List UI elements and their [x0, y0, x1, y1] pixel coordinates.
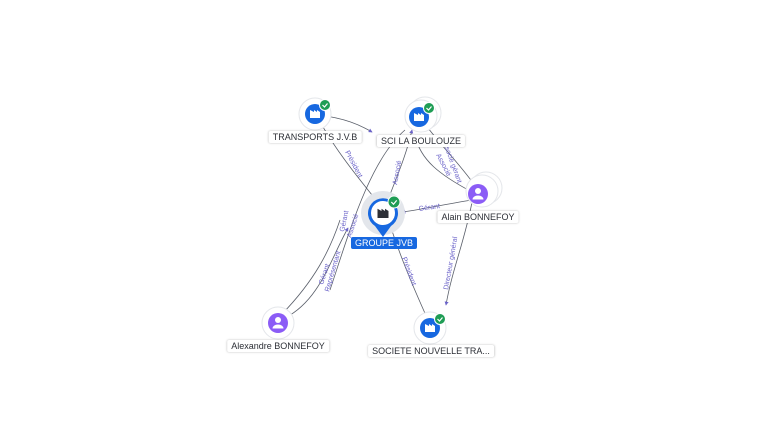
verified-icon [387, 195, 401, 209]
node-sci-la-boulouze[interactable] [404, 96, 442, 133]
edge-alexandre-to-groupe [284, 227, 349, 319]
building-icon [377, 208, 389, 218]
node-alain-bonnefoy[interactable] [465, 171, 503, 208]
node-label-alain-bonnefoy[interactable]: Alain BONNEFOY [437, 211, 519, 223]
edge-alexandre-to-groupe-2 [281, 219, 341, 315]
edge-label: Gérant [418, 203, 440, 213]
verified-icon [319, 99, 331, 111]
verified-icon [423, 102, 435, 114]
edge-label: Directeur général [443, 236, 459, 291]
node-label-societe-nouvelle[interactable]: SOCIETE NOUVELLE TRA... [368, 345, 494, 357]
node-label-sci-la-boulouze[interactable]: SCI LA BOULOUZE [376, 135, 466, 147]
edge-label: Président [400, 256, 417, 286]
node-label-alexandre-bonnefoy[interactable]: Alexandre BONNEFOY [227, 340, 329, 352]
node-groupe-jvb[interactable] [361, 191, 405, 237]
node-alexandre-bonnefoy[interactable] [261, 306, 295, 340]
edge-groupe-to-societe [389, 224, 429, 321]
verified-icon [434, 313, 446, 325]
node-label-transports-jvb[interactable]: TRANSPORTS J.V.B [268, 131, 362, 143]
node-societe-nouvelle[interactable] [413, 311, 447, 345]
edge-label: Associé [392, 160, 403, 185]
node-label-groupe-jvb[interactable]: GROUPE JVB [350, 237, 418, 249]
edge-labels: Président Associé Gérant Associé Gérant … [318, 138, 462, 292]
edge-alain-to-groupe [401, 199, 473, 214]
node-transports-jvb[interactable] [298, 97, 332, 131]
edge-label: Gérant [339, 210, 350, 232]
edge-label: Président [343, 150, 363, 179]
